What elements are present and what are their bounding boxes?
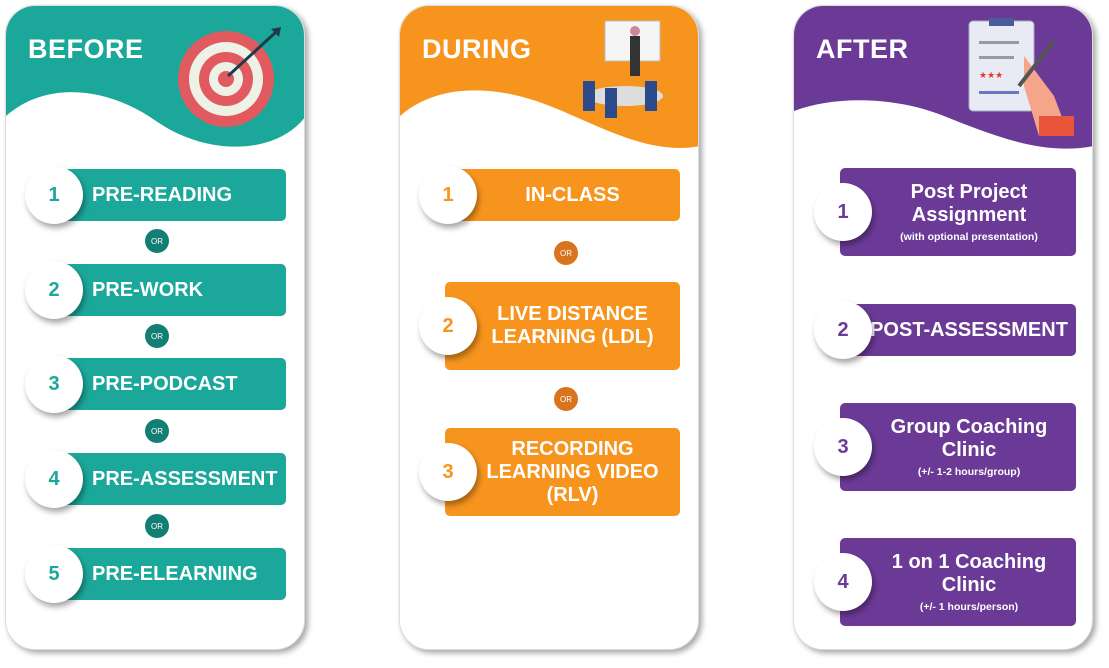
step-number: 4 [25,450,83,508]
after-title: AFTER [816,34,909,64]
or-badge: OR [145,324,169,348]
before-card: BEFORE [5,5,305,650]
step-number: 2 [419,297,477,355]
step-number: 4 [814,553,872,611]
or-badge: OR [145,514,169,538]
or-badge: OR [145,419,169,443]
step-bar: POST-ASSESSMENT [840,304,1076,356]
target-icon [178,27,281,127]
step-sublabel: (+/- 1 hours/person) [919,600,1019,613]
step-number: 1 [814,183,872,241]
step-bar: RECORDING LEARNING VIDEO (RLV) [445,428,680,516]
step-number: 2 [814,301,872,359]
step-number: 2 [25,261,83,319]
step-number: 1 [419,166,477,224]
or-badge: OR [554,387,578,411]
meeting-icon [583,20,663,118]
step-number: 3 [419,443,477,501]
step-sublabel: (with optional presentation) [900,230,1038,243]
step-number: 5 [25,545,83,603]
clipboard-icon: ★★★ [968,18,1074,136]
step-label: LIVE DISTANCE LEARNING (LDL) [491,303,654,348]
step-bar: Post Project Assignment (with optional pr… [840,168,1076,256]
step-label: RECORDING LEARNING VIDEO (RLV) [486,437,659,506]
step-label: PRE-WORK [92,278,204,301]
svg-text:★★★: ★★★ [979,70,1003,80]
or-badge: OR [554,241,578,265]
step-label: PRE-ASSESSMENT [92,467,278,490]
step-number: 3 [25,355,83,413]
step-label: Post Project Assignment [910,180,1028,226]
step-bar: IN-CLASS [445,169,680,221]
step-bar: 1 on 1 Coaching Clinic (+/- 1 hours/perso… [840,538,1076,626]
step-sublabel: (+/- 1-2 hours/group) [917,465,1021,478]
during-title: DURING [422,34,532,64]
step-label: 1 on 1 Coaching Clinic [891,550,1047,596]
step-bar: LIVE DISTANCE LEARNING (LDL) [445,282,680,370]
step-label: POST-ASSESSMENT [870,318,1068,341]
step-label: PRE-PODCAST [92,372,238,395]
before-title: BEFORE [28,34,144,64]
step-number: 3 [814,418,872,476]
step-label: Group Coaching Clinic [890,415,1048,461]
step-label: IN-CLASS [525,183,620,206]
step-label: PRE-ELEARNING [92,562,258,585]
or-badge: OR [145,229,169,253]
step-bar: Group Coaching Clinic (+/- 1-2 hours/grou… [840,403,1076,491]
step-bar: PRE-ELEARNING [40,548,286,600]
step-label: PRE-READING [92,183,233,206]
step-number: 1 [25,166,83,224]
